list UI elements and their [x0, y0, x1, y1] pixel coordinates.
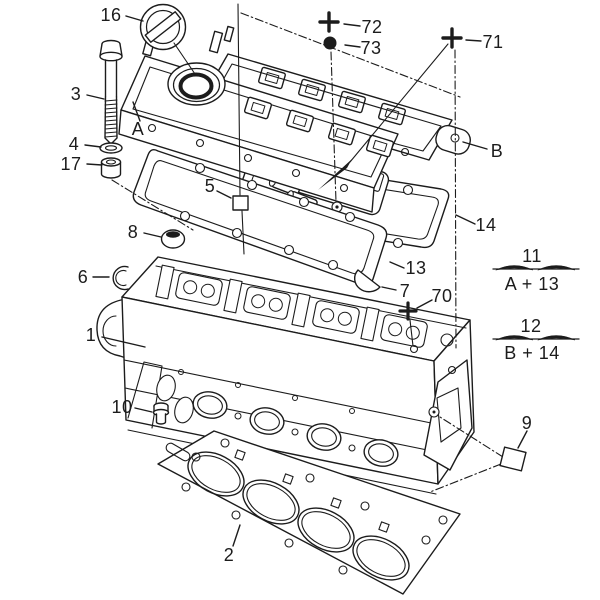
bolt-axis-line — [111, 179, 194, 231]
leader-7 — [381, 286, 397, 291]
cross-marker-71 — [441, 27, 463, 49]
head-gasket-drawing — [157, 430, 461, 595]
cylinder-head-drawing — [96, 256, 475, 495]
leader-73 — [344, 44, 361, 48]
sealant-line-73 — [330, 51, 337, 203]
annotations — [84, 3, 580, 547]
callout-3: 3 — [70, 84, 82, 104]
leader-16 — [125, 15, 144, 22]
kit-11-arrows — [492, 265, 580, 271]
cross-marker-72 — [318, 11, 340, 33]
kit-12-arrows — [492, 335, 580, 341]
half-moon-seal-drawing — [353, 269, 381, 293]
sealant-line-9b — [429, 463, 502, 493]
callout-72: 72 — [361, 17, 383, 37]
callout-9: 9 — [521, 413, 533, 433]
kit-11-formula: A + 13 — [504, 274, 560, 294]
callout-B: B — [490, 141, 504, 161]
leader-70 — [416, 299, 433, 309]
callout-70: 70 — [431, 286, 453, 306]
leader-71 — [465, 39, 482, 42]
callout-14: 14 — [475, 215, 497, 235]
kit-12-formula: B + 14 — [504, 343, 560, 363]
callout-5: 5 — [204, 176, 216, 196]
callout-16: 16 — [100, 5, 122, 25]
hidden-edge-line — [240, 12, 461, 98]
axis-cap-to-neck — [173, 42, 196, 75]
spacer-sleeve-drawing — [100, 157, 122, 179]
leader-8 — [143, 232, 162, 238]
sealant-line-71 — [454, 49, 457, 349]
plug-10-drawing — [152, 402, 170, 425]
leader-9 — [517, 430, 528, 449]
bolt-drawing — [99, 39, 123, 145]
leader-4 — [84, 144, 102, 148]
callout-4: 4 — [68, 134, 80, 154]
leader-1 — [101, 336, 146, 348]
cross-marker-70 — [398, 301, 418, 321]
leader-3 — [86, 94, 105, 100]
part5-axis-line — [237, 3, 241, 196]
leader-5 — [216, 190, 232, 199]
leader-B — [462, 141, 488, 150]
leader-17 — [86, 163, 103, 166]
line-70 — [409, 319, 414, 347]
leader-14 — [455, 214, 476, 225]
callout-2: 2 — [223, 545, 235, 565]
callout-6: 6 — [77, 267, 89, 287]
arrowhead — [318, 159, 352, 190]
sealant-line-9a — [439, 416, 504, 458]
square-marker-9 — [499, 446, 527, 472]
leader-10 — [134, 407, 153, 413]
kit-11-number: 11 — [522, 246, 542, 266]
leader-A — [132, 101, 141, 122]
callout-8: 8 — [127, 222, 139, 242]
oil-filler-neck-drawing — [167, 62, 226, 106]
callout-7: 7 — [399, 281, 411, 301]
callout-1: 1 — [85, 325, 97, 345]
cam-cover-a-drawing — [118, 35, 399, 213]
callout-73: 73 — [360, 38, 382, 58]
arrow-line-71 — [349, 43, 449, 163]
callout-13: 13 — [405, 258, 427, 278]
leader-13 — [389, 261, 405, 269]
cup-plug-drawing — [112, 265, 129, 291]
callout-71: 71 — [482, 32, 504, 52]
dot-marker-73 — [323, 36, 337, 50]
gasket-13-drawing — [132, 148, 388, 286]
callout-A: A — [131, 119, 145, 139]
callout-17: 17 — [60, 154, 82, 174]
callout-10: 10 — [111, 397, 133, 417]
washer-drawing — [99, 142, 123, 154]
square-marker-5 — [232, 195, 249, 211]
kit-12-number: 12 — [520, 316, 542, 336]
oil-filler-cap-drawing — [139, 3, 187, 51]
leader-72 — [343, 23, 361, 27]
seal-grommet-drawing — [160, 229, 186, 249]
leader-2 — [232, 524, 241, 547]
